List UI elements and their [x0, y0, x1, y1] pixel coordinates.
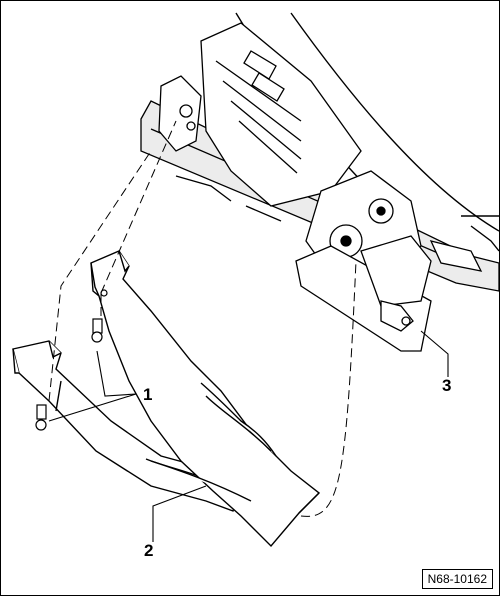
fastener-screws [35, 289, 108, 431]
figure-reference-label: N68-10162 [421, 569, 493, 589]
leader-lines [48, 330, 449, 542]
assembly-lines [48, 120, 357, 517]
air-duct-center [90, 250, 321, 548]
callout-3: 3 [442, 376, 452, 395]
callout-2: 2 [144, 541, 154, 560]
callout-1: 1 [143, 385, 153, 404]
dash-crossmember [140, 22, 499, 352]
